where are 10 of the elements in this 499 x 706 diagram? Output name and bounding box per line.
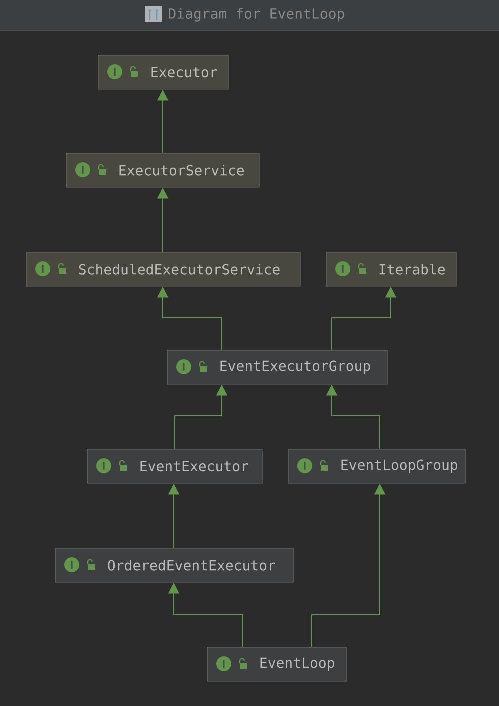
interface-box: EventLoopGroup (288, 449, 466, 484)
interface-box: EventExecutorGroup (167, 350, 388, 385)
interface-box: EventLoop (207, 647, 347, 682)
interface-box: OrderedEventExecutor (55, 548, 294, 583)
interface-box: ExecutorService (66, 152, 260, 188)
interface-box: ScheduledExecutorService (26, 252, 301, 287)
interface-box: EventExecutor (87, 449, 263, 484)
diagram-title: Diagram for EventLoop (169, 8, 344, 22)
interface-box: Executor (98, 55, 229, 90)
interface-box: Iterable (326, 252, 457, 287)
